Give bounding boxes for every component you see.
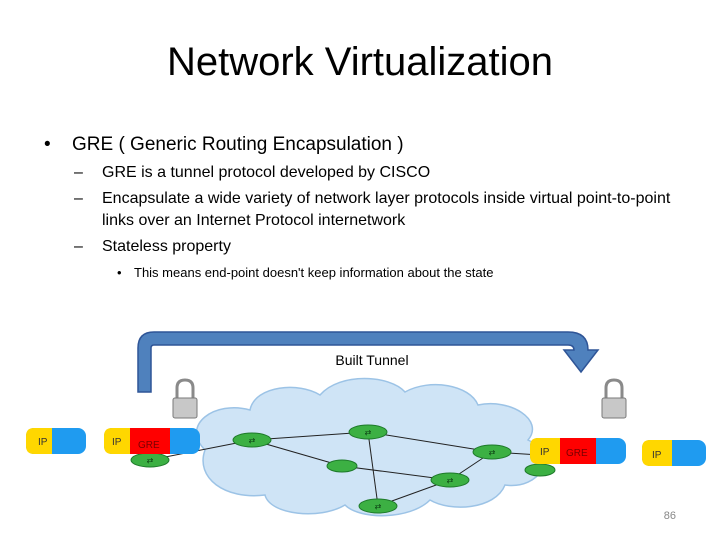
svg-text:⇄: ⇄: [147, 456, 154, 465]
tunnel-arrow: [137, 331, 600, 393]
dash-icon: –: [74, 238, 83, 255]
ip-header-label: IP: [112, 437, 122, 448]
sub-bullet-text: Stateless property: [102, 238, 231, 255]
gre-header-label: GRE: [566, 448, 588, 459]
router-icon: ⇄: [430, 472, 470, 488]
bullet-dot-icon: •: [117, 265, 122, 280]
ip-header-label: IP: [540, 447, 550, 458]
router-icon: ⇄: [130, 452, 170, 468]
padlock-icon: [601, 378, 627, 419]
sub-bullet-item: – Encapsulate a wide variety of network …: [44, 188, 684, 232]
svg-text:⇄: ⇄: [447, 476, 454, 485]
slide-title: Network Virtualization: [166, 40, 554, 84]
bullet-list: • GRE ( Generic Routing Encapsulation ) …: [44, 132, 684, 282]
ip-header-label: IP: [38, 437, 48, 448]
sub-bullet-item: – GRE is a tunnel protocol developed by …: [44, 162, 684, 184]
gre-header-label: GRE: [138, 440, 160, 451]
padlock-icon: [172, 378, 198, 419]
router-icon: ⇄: [348, 424, 388, 440]
gre-packet: IP GRE: [104, 428, 200, 454]
svg-text:⇄: ⇄: [375, 502, 382, 511]
dash-icon: –: [74, 190, 83, 207]
ip-header-label: IP: [652, 450, 662, 461]
sub-sub-bullet-item: • This means end-point doesn't keep info…: [44, 264, 684, 282]
svg-text:⇄: ⇄: [365, 428, 372, 437]
router-icon: ⇄: [472, 444, 512, 460]
router-icon: ⇄: [358, 498, 398, 514]
svg-text:⇄: ⇄: [249, 436, 256, 445]
sub-bullet-text: GRE is a tunnel protocol developed by CI…: [102, 164, 431, 181]
router-icon: ⇄: [232, 432, 272, 448]
ip-packet: IP: [26, 428, 86, 454]
gre-tunnel-diagram: ⇄ ⇄ ⇄ ⇄ ⇄ ⇄ Built Tunnel: [26, 331, 706, 517]
tunnel-label: Built Tunnel: [335, 352, 408, 368]
svg-text:⇄: ⇄: [489, 448, 496, 457]
bullet-dot-icon: •: [44, 134, 51, 155]
dash-icon: –: [74, 164, 83, 181]
sub-sub-bullet-text: This means end-point doesn't keep inform…: [134, 265, 494, 280]
ip-packet: IP: [642, 440, 706, 466]
sub-bullet-item: – Stateless property: [44, 236, 684, 258]
bullet-item: • GRE ( Generic Routing Encapsulation ): [44, 132, 684, 158]
gre-packet: IP GRE: [530, 438, 626, 464]
bullet-text: GRE ( Generic Routing Encapsulation ): [72, 134, 404, 155]
sub-bullet-text: Encapsulate a wide variety of network la…: [102, 190, 671, 229]
page-number: 86: [663, 510, 676, 522]
router-icon: [326, 459, 358, 473]
router-icon: [524, 463, 556, 477]
